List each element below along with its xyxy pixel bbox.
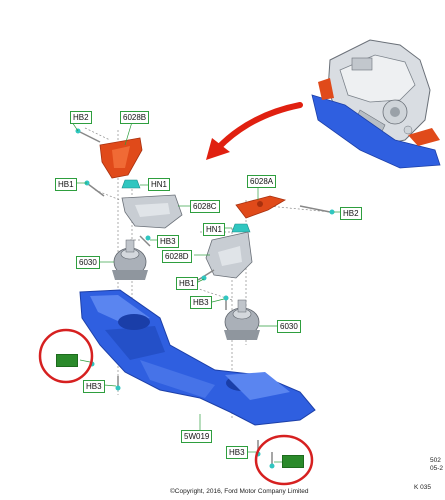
- bracket-6028c: [121, 194, 183, 229]
- bolt-hb3-left-bottom: [115, 376, 121, 391]
- bracket-6028b: [99, 137, 143, 179]
- bolt-hb2-right: [299, 205, 335, 215]
- bolt-hb1-right: [197, 269, 215, 281]
- label-hb2-top-left: HB2: [70, 111, 92, 124]
- bolt-hb-circled-bottom: [269, 452, 275, 469]
- callout-circle-left: [38, 328, 94, 384]
- label-hb3-left-mid: HB3: [157, 235, 179, 248]
- label-hb3-bottom-right: HB3: [226, 446, 248, 459]
- label-6030-left: 6030: [76, 256, 100, 269]
- label-6028c: 6028C: [190, 200, 220, 213]
- label-5w019: 5W019: [181, 430, 213, 443]
- label-6030-right: 6030: [277, 320, 301, 333]
- label-hb1-left: HB1: [55, 178, 77, 191]
- label-6028b: 6028B: [120, 111, 150, 124]
- copyright-text: ©Copyright, 2016, Ford Motor Company Lim…: [170, 488, 309, 495]
- label-hb3-left-bottom: HB3: [83, 380, 105, 393]
- label-hb2-right: HB2: [340, 207, 362, 220]
- label-6028a: 6028A: [247, 175, 277, 188]
- bolt-hb2-left: [75, 128, 101, 143]
- nut-hn1-right: [231, 223, 251, 233]
- label-6028d: 6028D: [162, 250, 192, 263]
- label-hb3-right-mid: HB3: [190, 296, 212, 309]
- nut-hn1-left: [121, 179, 141, 189]
- bolt-hb3-left-mid: [139, 235, 151, 247]
- side-code-2: 05-2: [430, 465, 444, 472]
- bracket-6028a: [235, 195, 287, 219]
- engine-assembly-illustration: [311, 39, 441, 169]
- mount-6030-left: [112, 239, 148, 280]
- leader-lines: [71, 121, 340, 463]
- label-hn1-right: HN1: [203, 223, 226, 236]
- callout-circle-right: [254, 434, 314, 486]
- direction-arrow: [206, 102, 303, 160]
- label-hn1-left: HN1: [148, 178, 171, 191]
- label-hb1-right: HB1: [176, 277, 198, 290]
- label-hb3-left-low: HB3: [56, 354, 78, 367]
- reference-code: K 035: [414, 484, 431, 491]
- crossmember-5w019: [79, 289, 316, 426]
- label-hb-circled-bottom: HB3: [282, 455, 304, 468]
- side-code-1: 502: [430, 457, 441, 464]
- bracket-6028d: [205, 231, 253, 279]
- mount-6030-right: [224, 299, 260, 340]
- bolt-hb3-right-mid: [223, 295, 229, 310]
- bolt-hb1-left: [84, 180, 105, 197]
